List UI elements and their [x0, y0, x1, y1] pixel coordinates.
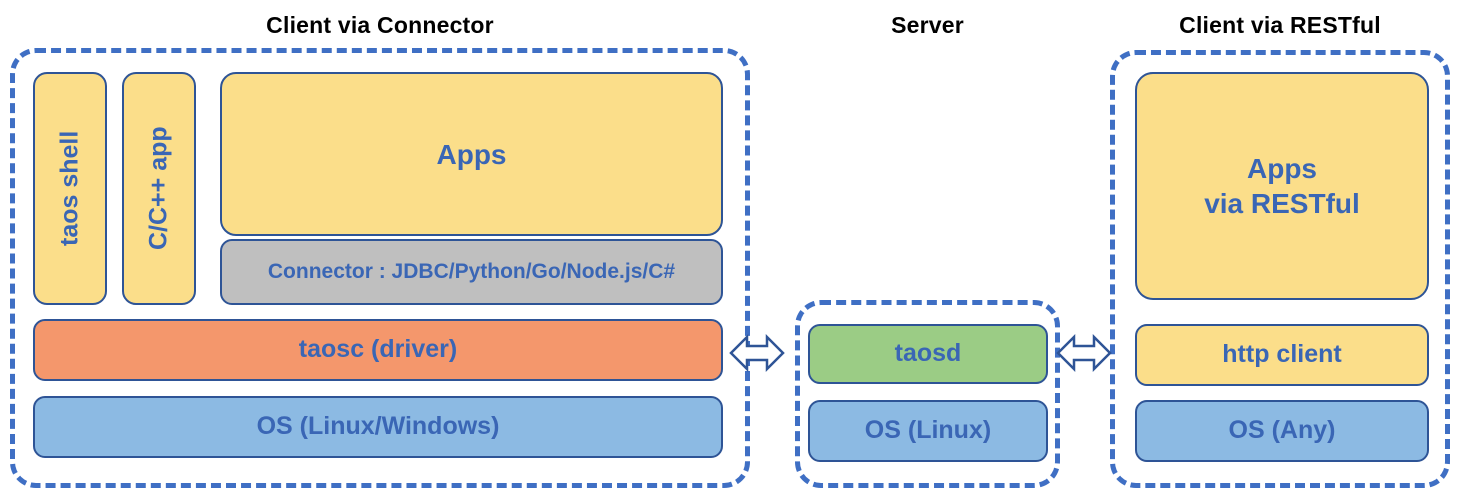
block-os-any: OS (Any)	[1135, 400, 1429, 462]
block-c-cpp-app: C/C++ app	[122, 72, 196, 305]
block-apps-via-restful-line2: via RESTful	[1204, 188, 1360, 219]
block-apps-via-restful-line1: Apps	[1247, 153, 1317, 184]
group-container-client-via-connector	[10, 48, 750, 488]
block-apps-via-restful: Apps via RESTful	[1135, 72, 1429, 300]
block-os-linux: OS (Linux)	[808, 400, 1048, 462]
block-taos-shell: taos shell	[33, 72, 107, 305]
panel-title-server: Server	[891, 12, 964, 38]
group-container-client-via-restful	[1110, 50, 1450, 488]
block-taosd: taosd	[808, 324, 1048, 384]
block-taosc-driver: taosc (driver)	[33, 319, 723, 381]
block-os-linux-windows: OS (Linux/Windows)	[33, 396, 723, 458]
block-connector-libraries: Connector : JDBC/Python/Go/Node.js/C#	[220, 239, 723, 305]
double-arrow-icon-connector-to-server	[729, 327, 785, 379]
panel-title-client-via-connector: Client via Connector	[266, 12, 494, 38]
block-http-client: http client	[1135, 324, 1429, 386]
double-arrow-icon-server-to-restful	[1056, 327, 1112, 379]
block-apps: Apps	[220, 72, 723, 236]
group-container-server	[795, 300, 1060, 488]
panel-title-client-via-restful: Client via RESTful	[1179, 12, 1381, 38]
